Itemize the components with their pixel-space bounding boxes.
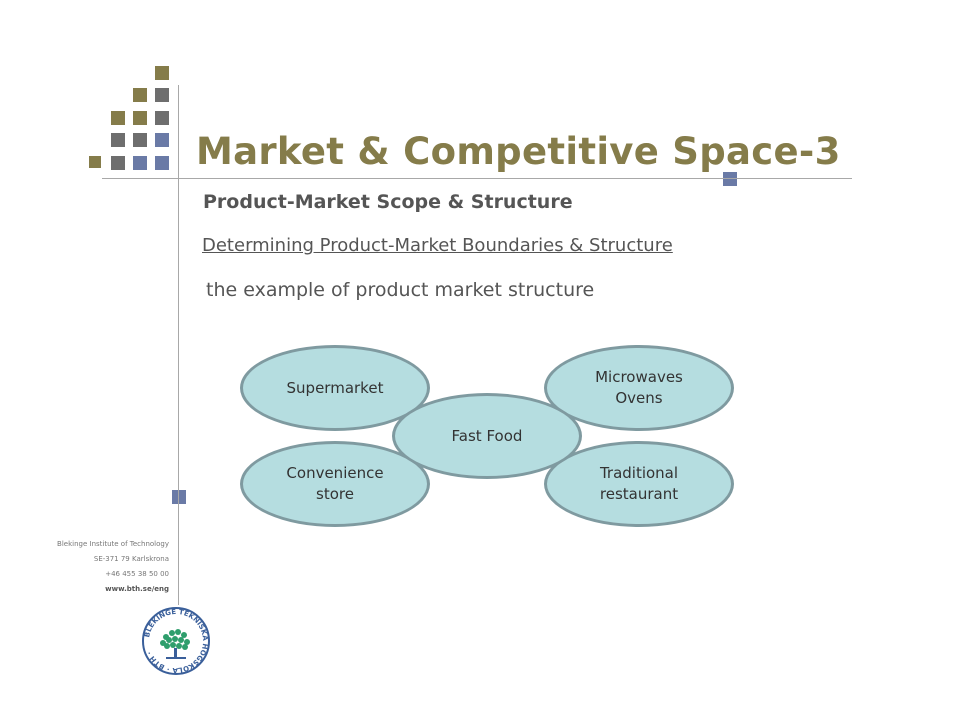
node-microwave-ovens: Microwaves Ovens bbox=[544, 345, 734, 431]
institution-website[interactable]: www.bth.se/eng bbox=[105, 585, 169, 593]
boundaries-link[interactable]: Determining Product-Market Boundaries & … bbox=[202, 235, 673, 256]
decor-square bbox=[155, 88, 169, 102]
decor-square bbox=[155, 156, 169, 170]
node-convenience-store: Convenience store bbox=[240, 441, 430, 527]
decor-square bbox=[155, 133, 169, 147]
decor-square bbox=[723, 172, 737, 186]
slide-title: Market & Competitive Space-3 bbox=[196, 130, 841, 173]
horizontal-rule bbox=[102, 178, 852, 179]
decor-square bbox=[155, 66, 169, 80]
vertical-rule bbox=[178, 85, 179, 605]
bth-logo: BLEKINGE TEKNISKA HÖGSKOLA · BTH · bbox=[142, 607, 210, 675]
institution-address: SE-371 79 Karlskrona bbox=[93, 555, 169, 563]
decor-square bbox=[111, 156, 125, 170]
decor-square bbox=[172, 490, 186, 504]
decor-square bbox=[111, 111, 125, 125]
decor-square bbox=[89, 156, 101, 168]
decor-square bbox=[133, 88, 147, 102]
decor-square bbox=[133, 111, 147, 125]
node-fast-food: Fast Food bbox=[392, 393, 582, 479]
decor-square bbox=[155, 111, 169, 125]
decor-square bbox=[133, 156, 147, 170]
node-supermarket: Supermarket bbox=[240, 345, 430, 431]
decor-square bbox=[133, 133, 147, 147]
institution-phone: +46 455 38 50 00 bbox=[105, 570, 169, 578]
slide-description: the example of product market structure bbox=[206, 279, 595, 301]
institution-name: Blekinge Institute of Technology bbox=[57, 540, 169, 548]
decor-square bbox=[111, 133, 125, 147]
slide-subtitle: Product-Market Scope & Structure bbox=[203, 191, 573, 213]
node-traditional-restaurant: Traditional restaurant bbox=[544, 441, 734, 527]
